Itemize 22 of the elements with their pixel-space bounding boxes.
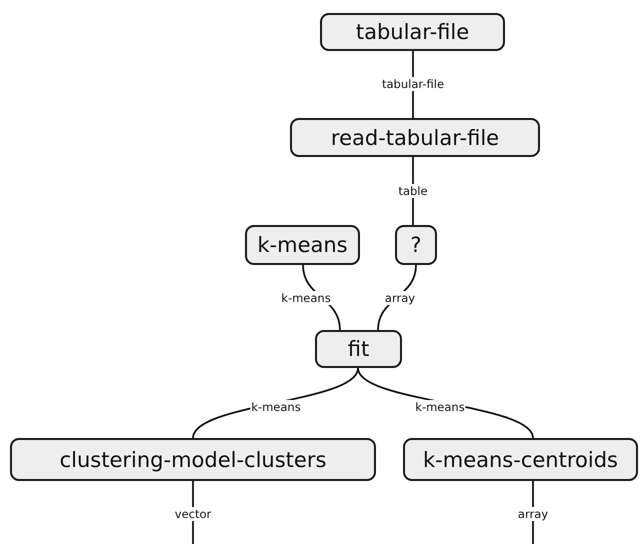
edge-label: k-means	[280, 291, 332, 305]
node-label: clustering-model-clusters	[60, 448, 326, 472]
process-box	[245, 225, 360, 265]
edge-label: k-means	[414, 400, 466, 414]
edge-label: array	[384, 291, 416, 305]
node-label: fit	[348, 337, 370, 361]
process-box	[395, 225, 437, 265]
node-label: k-means	[257, 233, 348, 257]
edge-label: k-means	[250, 400, 302, 414]
node-label: ?	[410, 233, 422, 257]
process-box	[10, 438, 376, 481]
process-box	[403, 438, 638, 481]
node-label: k-means-centroids	[423, 448, 618, 472]
node-label: read-tabular-file	[330, 126, 500, 150]
node-label: tabular-file	[356, 20, 470, 44]
edge-label: table	[397, 184, 429, 198]
edge-label: array	[516, 507, 550, 521]
process-box	[315, 330, 402, 368]
process-box	[320, 13, 505, 51]
process-box	[290, 118, 540, 157]
edge-label: vector	[174, 507, 212, 521]
edge-label: tabular-file	[380, 77, 446, 91]
